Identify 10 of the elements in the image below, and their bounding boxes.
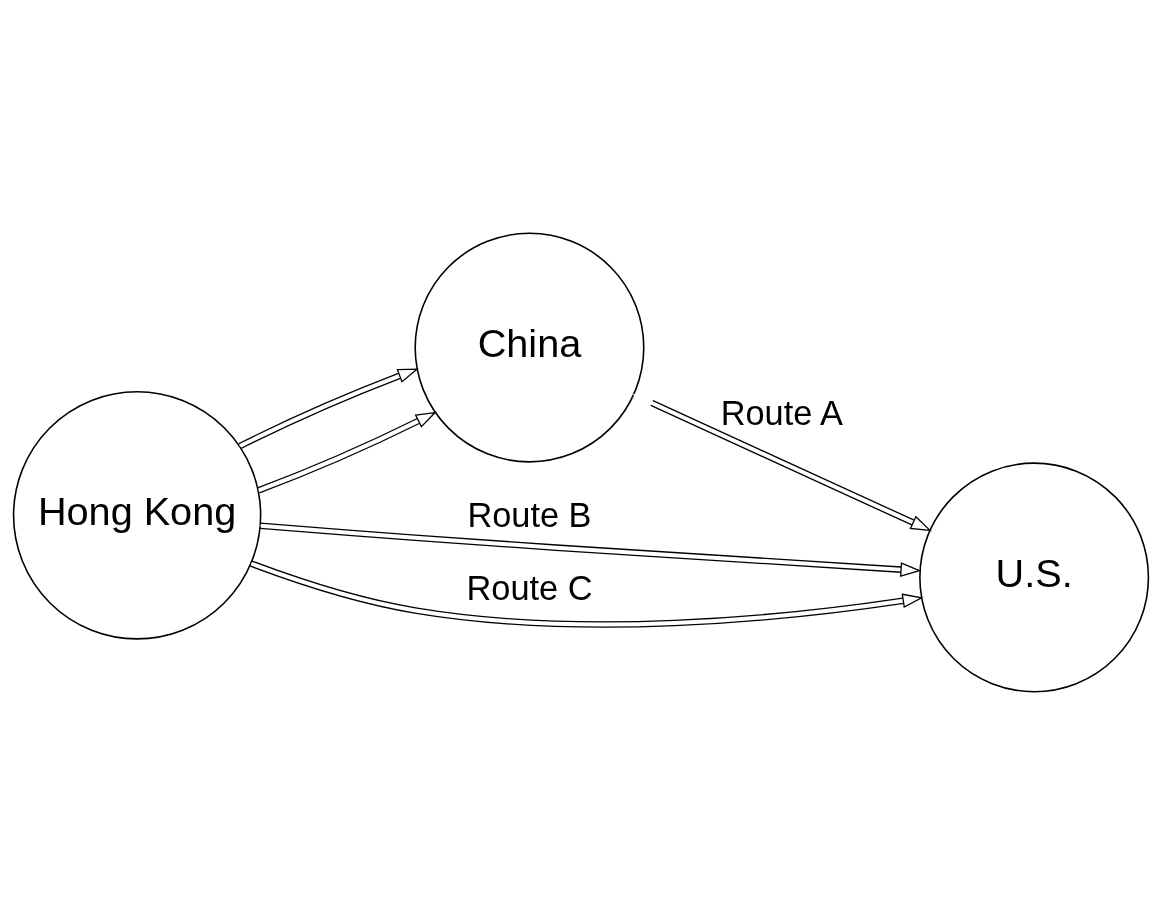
arrow: [237, 367, 419, 449]
node-circle: U.S.: [919, 461, 1150, 692]
arrow: [259, 521, 922, 577]
edge-label: Route C: [466, 568, 593, 607]
edge-label: Route B: [467, 495, 592, 534]
arrow: [632, 393, 932, 531]
edge-label: Route A: [720, 393, 843, 432]
arrow: [256, 411, 437, 494]
node-circle: Hong Kong: [12, 390, 262, 640]
arrow: [249, 559, 924, 628]
